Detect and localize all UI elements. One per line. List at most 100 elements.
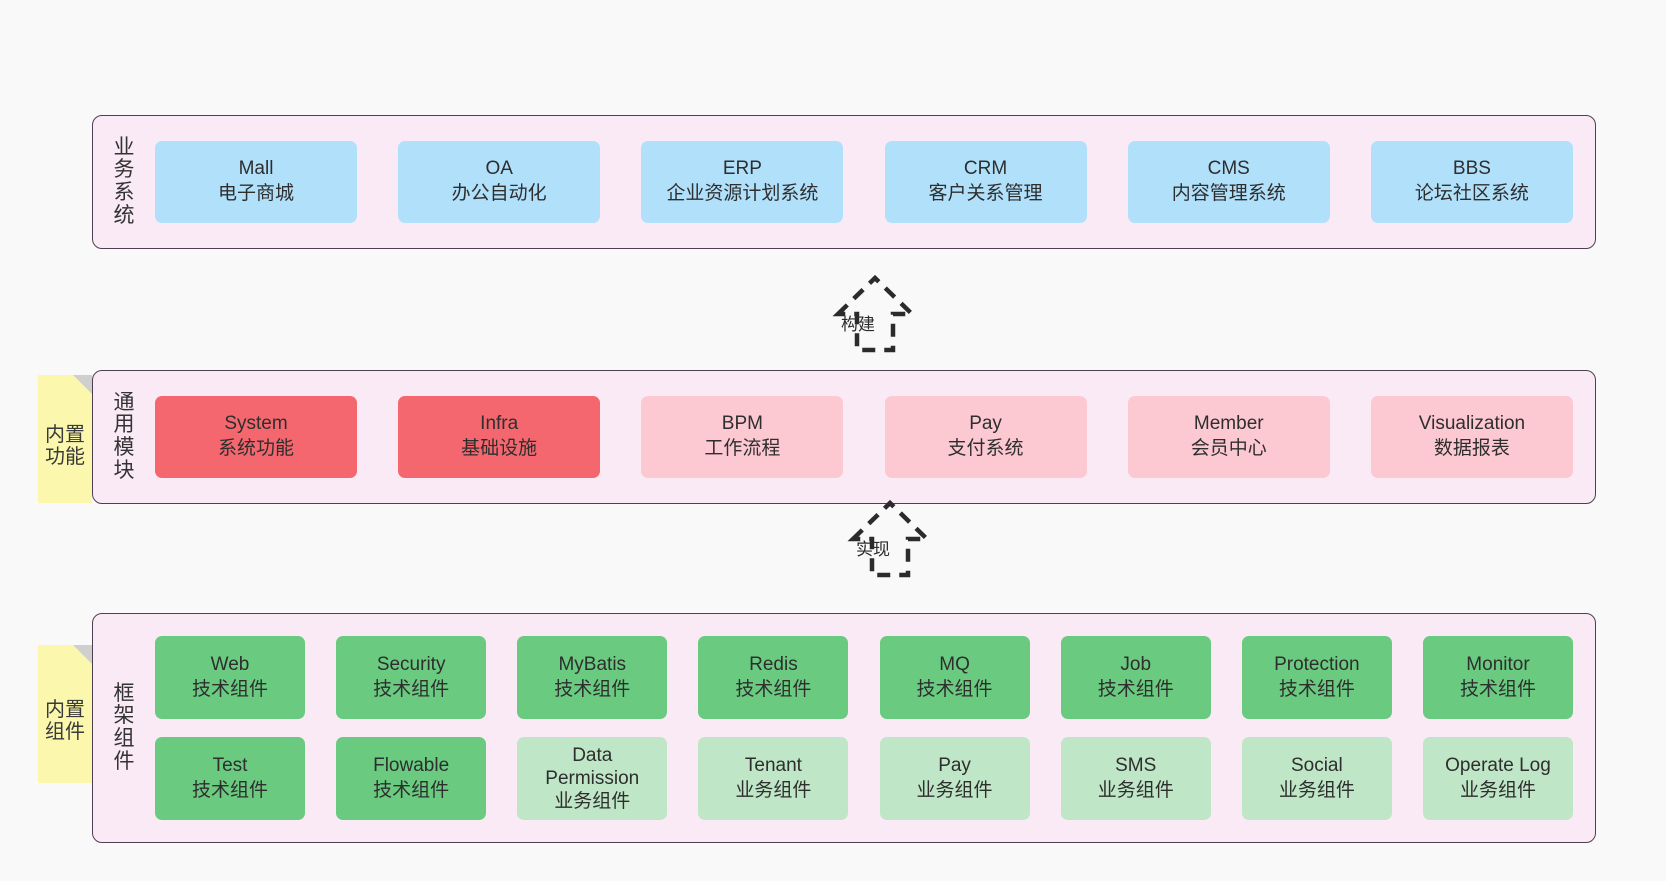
business-card-erp[interactable]: ERP 企业资源计划系统	[641, 141, 844, 223]
module-card-member[interactable]: Member 会员中心	[1127, 396, 1330, 478]
framework-card-pay[interactable]: Pay 业务组件	[879, 737, 1030, 820]
card-en-label: BBS	[1452, 158, 1491, 180]
framework-card-security[interactable]: Security 技术组件	[336, 636, 487, 719]
builtin-feature-note: 内置功能	[38, 375, 92, 503]
framework-card-sms[interactable]: SMS 业务组件	[1060, 737, 1211, 820]
framework-card-tenant[interactable]: Tenant 业务组件	[698, 737, 849, 820]
card-en-label: Member	[1193, 413, 1264, 435]
framework-card-operate-log[interactable]: Operate Log 业务组件	[1422, 737, 1573, 820]
card-cn-label: 技术组件	[916, 678, 993, 700]
card-cn-label: 业务组件	[916, 779, 993, 801]
card-cn-label: 技术组件	[191, 678, 268, 700]
card-en-label: Pay	[938, 754, 971, 776]
module-card-bpm[interactable]: BPM 工作流程	[641, 396, 844, 478]
framework-card-job[interactable]: Job 技术组件	[1060, 636, 1211, 719]
card-en-label: Pay	[969, 413, 1002, 435]
card-en-label: ERP	[722, 158, 762, 180]
card-cn-label: 技术组件	[191, 779, 268, 801]
card-en-label: Flowable	[373, 754, 450, 776]
card-en-label: Test	[212, 754, 248, 776]
framework-card-mybatis[interactable]: MyBatis 技术组件	[517, 636, 668, 719]
card-cn-label: 技术组件	[1459, 678, 1536, 700]
framework-layer-title: 框架组件	[113, 681, 135, 773]
card-en-label: Infra	[480, 413, 519, 435]
framework-card-flowable[interactable]: Flowable 技术组件	[336, 737, 487, 820]
card-en-label: CMS	[1207, 158, 1250, 180]
framework-component-layer: 框架组件 Web 技术组件 Security 技术组件 MyBatis 技术组件…	[92, 613, 1596, 843]
card-en-label: SMS	[1115, 754, 1157, 776]
framework-card-protection[interactable]: Protection 技术组件	[1241, 636, 1392, 719]
note-text: 内置组件	[45, 698, 85, 743]
business-layer-title: 业务系统	[113, 135, 135, 227]
business-card-oa[interactable]: OA 办公自动化	[398, 141, 601, 223]
card-cn-label: 业务组件	[1278, 779, 1355, 801]
framework-card-data-permission[interactable]: Data Permission 业务组件	[517, 737, 668, 820]
card-en-label: CRM	[963, 158, 1008, 180]
business-card-crm[interactable]: CRM 客户关系管理	[884, 141, 1087, 223]
framework-card-social[interactable]: Social 业务组件	[1241, 737, 1392, 820]
business-system-layer: 业务系统 Mall 电子商城 OA 办公自动化 ERP 企业资源计划系统 CRM…	[92, 115, 1596, 249]
business-card-cms[interactable]: CMS 内容管理系统	[1127, 141, 1330, 223]
framework-card-redis[interactable]: Redis 技术组件	[698, 636, 849, 719]
module-card-visualization[interactable]: Visualization 数据报表	[1370, 396, 1573, 478]
business-card-bbs[interactable]: BBS 论坛社区系统	[1370, 141, 1573, 223]
framework-row-tech: Web 技术组件 Security 技术组件 MyBatis 技术组件 Redi…	[155, 636, 1573, 719]
card-en-label: BPM	[721, 413, 763, 435]
card-cn-label: 业务组件	[735, 779, 812, 801]
card-cn-label: 会员中心	[1190, 438, 1267, 459]
build-arrow: 构建	[795, 268, 955, 358]
card-en-label: Monitor	[1466, 653, 1530, 675]
framework-card-monitor[interactable]: Monitor 技术组件	[1422, 636, 1573, 719]
framework-card-test[interactable]: Test 技术组件	[155, 737, 305, 820]
card-cn-label: 内容管理系统	[1171, 183, 1286, 204]
card-cn-label: 业务组件	[1459, 779, 1536, 801]
implement-arrow-label: 实现	[856, 540, 890, 559]
framework-row-business: Test 技术组件 Flowable 技术组件 Data Permission …	[155, 737, 1573, 820]
card-en-label: Tenant	[744, 754, 802, 776]
business-layer-body: Mall 电子商城 OA 办公自动化 ERP 企业资源计划系统 CRM 客户关系…	[141, 116, 1581, 248]
framework-card-web[interactable]: Web 技术组件	[155, 636, 305, 719]
note-fold-icon	[73, 645, 92, 664]
card-cn-label: 技术组件	[735, 678, 812, 700]
card-en-label: Social	[1290, 754, 1343, 776]
business-card-mall[interactable]: Mall 电子商城	[155, 141, 357, 223]
card-cn-label: 业务组件	[554, 791, 631, 813]
card-en-label: Protection	[1274, 653, 1360, 675]
card-cn-label: 支付系统	[947, 438, 1024, 459]
card-cn-label: 技术组件	[373, 678, 450, 700]
module-card-system[interactable]: System 系统功能	[155, 396, 357, 478]
note-fold-icon	[73, 375, 92, 394]
card-en-label: MQ	[939, 653, 970, 675]
card-en-label: Redis	[749, 653, 798, 675]
card-en-label: System	[224, 413, 288, 435]
card-cn-label: 基础设施	[461, 438, 538, 459]
card-cn-label: 技术组件	[373, 779, 450, 801]
card-cn-label: 系统功能	[217, 438, 294, 459]
card-en-label: MyBatis	[558, 653, 627, 675]
card-cn-label: 技术组件	[1097, 678, 1174, 700]
card-cn-label: 工作流程	[704, 438, 781, 459]
build-arrow-icon	[832, 274, 918, 353]
card-cn-label: 办公自动化	[451, 183, 547, 204]
card-cn-label: 技术组件	[1278, 678, 1355, 700]
card-en-label: Job	[1120, 653, 1152, 675]
card-cn-label: 电子商城	[217, 183, 294, 204]
builtin-component-note: 内置组件	[38, 645, 92, 783]
module-card-pay[interactable]: Pay 支付系统	[884, 396, 1087, 478]
build-arrow-label: 构建	[841, 315, 875, 334]
card-en-label: Mall	[238, 158, 274, 180]
framework-layer-body: Web 技术组件 Security 技术组件 MyBatis 技术组件 Redi…	[141, 614, 1581, 842]
framework-card-mq[interactable]: MQ 技术组件	[879, 636, 1030, 719]
card-cn-label: 业务组件	[1097, 779, 1174, 801]
card-en-label: Visualization	[1418, 413, 1526, 435]
card-cn-label: 数据报表	[1433, 438, 1510, 459]
modules-layer-title: 通用模块	[113, 390, 135, 482]
card-en-label: Web	[210, 653, 250, 675]
modules-layer-body: System 系统功能 Infra 基础设施 BPM 工作流程 Pay 支付系统…	[141, 371, 1581, 503]
card-en-label: Operate Log	[1445, 754, 1551, 776]
module-card-infra[interactable]: Infra 基础设施	[398, 396, 601, 478]
card-en-label: Security	[376, 653, 446, 675]
card-cn-label: 技术组件	[554, 678, 631, 700]
implement-arrow-icon	[847, 499, 933, 578]
